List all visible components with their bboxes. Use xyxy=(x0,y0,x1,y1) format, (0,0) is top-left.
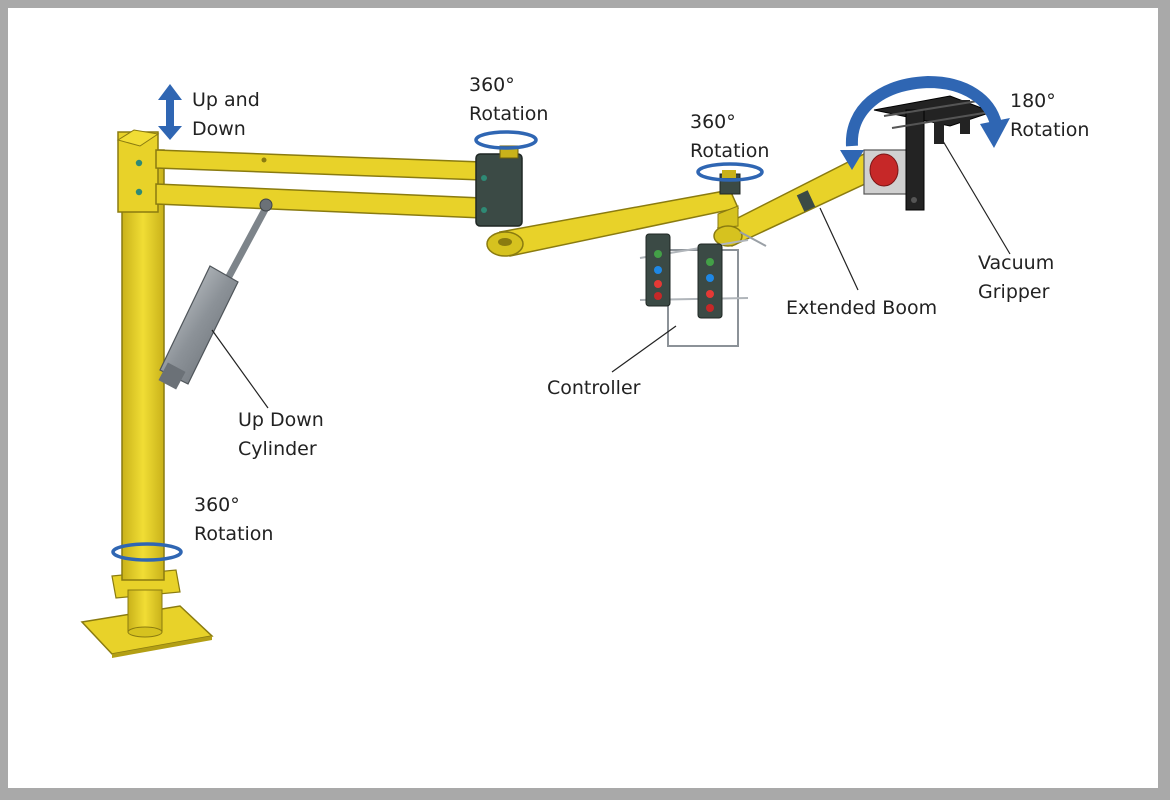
label-rotation-base: 360° Rotation xyxy=(194,494,273,545)
rotation-arrow-icon xyxy=(111,542,183,562)
curved-180-arrow-icon xyxy=(840,75,1010,170)
extended-boom xyxy=(713,151,884,247)
leader-line-boom xyxy=(819,207,859,291)
forearm xyxy=(486,170,741,257)
rotation-arrow-icon xyxy=(696,162,764,182)
label-controller: Controller xyxy=(547,377,641,399)
rotary-joint-top xyxy=(475,145,523,227)
leader-line-cylinder xyxy=(211,329,269,409)
rotation-arrow-icon xyxy=(474,130,538,150)
controller xyxy=(639,233,749,347)
label-rotation-mid: 360° Rotation xyxy=(690,111,769,162)
label-vacuum-gripper: Vacuum Gripper xyxy=(978,252,1060,303)
leader-line-controller xyxy=(611,325,677,373)
label-up-down-cylinder: Up Down Cylinder xyxy=(238,409,330,460)
leader-line-gripper xyxy=(939,135,1011,255)
parallel-arm-lower xyxy=(155,183,483,219)
up-down-cylinder xyxy=(158,198,273,390)
base-plate xyxy=(80,569,214,658)
label-up-and-down: Up and Down xyxy=(192,89,266,140)
label-rotation-gripper: 180° Rotation xyxy=(1010,90,1089,141)
label-extended-boom: Extended Boom xyxy=(786,297,937,319)
vacuum-gripper xyxy=(863,95,994,211)
vertical-double-arrow-icon xyxy=(158,84,182,140)
diagram-frame xyxy=(8,8,1158,788)
parallel-arm-upper xyxy=(155,149,483,181)
label-rotation-top: 360° Rotation xyxy=(469,74,548,125)
